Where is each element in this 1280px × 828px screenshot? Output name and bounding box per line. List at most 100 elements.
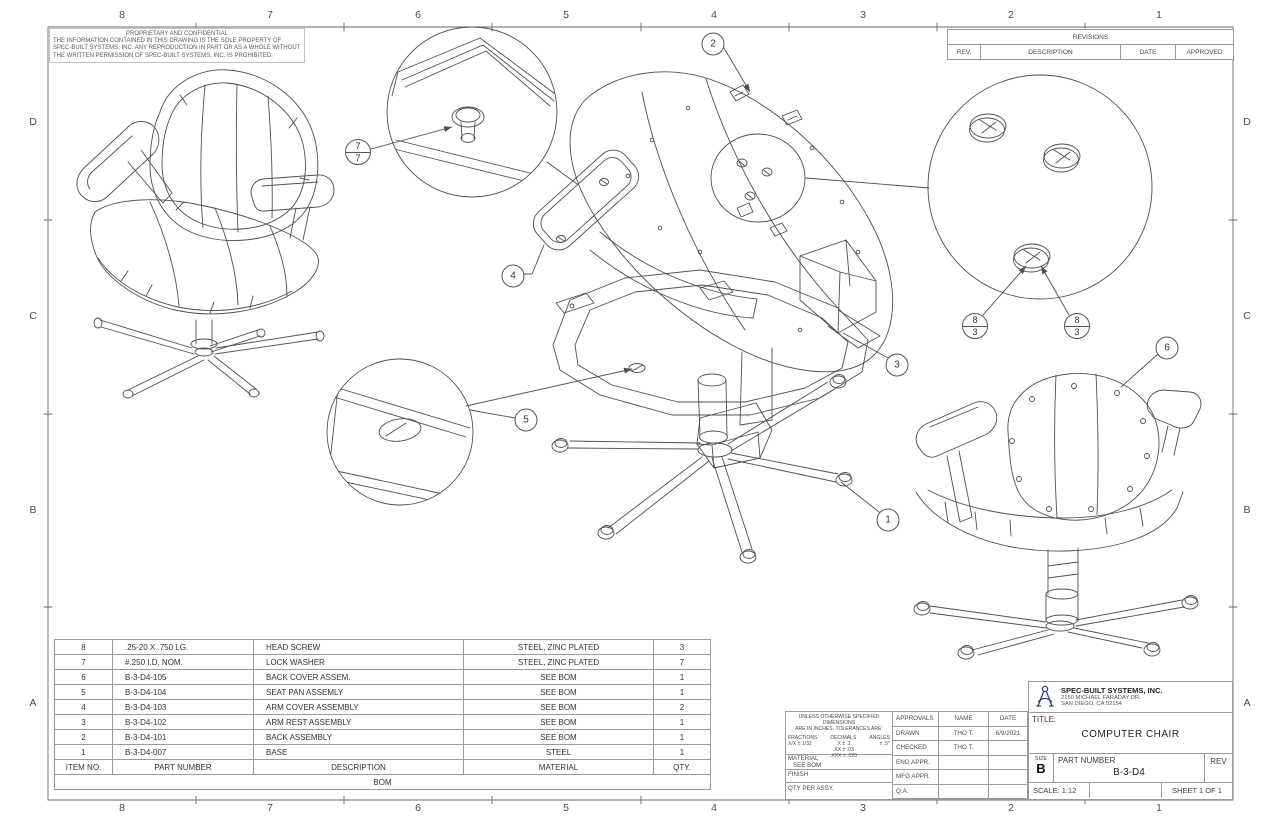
zone-label: 6 <box>415 802 421 814</box>
zone-label: 7 <box>267 802 273 814</box>
balloon-item-5: 5 <box>514 408 538 432</box>
bom-footer-row: BOM <box>54 774 711 790</box>
zone-label: 5 <box>563 802 569 814</box>
balloon-item-3: 3 <box>885 353 909 377</box>
tolerance-decimals: DECIMALS .X ± .1 .XX ± .03 .XXX ± .020 <box>829 735 857 759</box>
balloon-item-8-qty: 8 3 <box>1064 313 1090 339</box>
zone-label: 3 <box>860 802 866 814</box>
revisions-title: REVISIONS <box>946 29 1235 45</box>
tolerance-fractions: FRACTIONS X/X ± 1/32 <box>788 735 818 747</box>
zone-label: 8 <box>119 802 125 814</box>
proprietary-title: PROPRIETARY AND CONFIDENTIAL <box>125 31 229 37</box>
zone-label: 8 <box>119 9 125 21</box>
zone-label: B <box>29 504 37 516</box>
zone-label: 2 <box>1008 9 1014 21</box>
approvals-row-name: THO T. <box>939 726 989 741</box>
revisions-header-row: REV. DESCRIPTION DATE APPROVED <box>947 44 1235 60</box>
title-label: TITLE: <box>1032 715 1057 724</box>
detail-view-seat-slot <box>326 358 474 506</box>
approvals-row-label: MFG APPR. <box>893 770 939 785</box>
approvals-row-label: ENG APPR. <box>893 755 939 770</box>
detail-view-back-screws <box>927 74 1153 300</box>
zone-label: 1 <box>1156 802 1162 814</box>
zone-label: D <box>1243 116 1251 128</box>
approvals-table: APPROVALS NAME DATE DRAWN THO T. 6/9/202… <box>893 712 1027 799</box>
view-assembled-chair-rear <box>913 373 1202 660</box>
rev-cell: REV <box>1204 754 1232 782</box>
revisions-table: REVISIONS REV. DESCRIPTION DATE APPROVED <box>946 29 1235 60</box>
zone-label: 4 <box>711 802 717 814</box>
approvals-row-name <box>939 770 989 785</box>
scale-sheet-row: SCALE: 1:12 SHEET 1 OF 1 <box>1029 782 1232 798</box>
material-field: MATERIAL SEE BOM <box>786 755 892 770</box>
qty-per-assy-field: QTY PER ASSY. <box>788 785 834 792</box>
zone-label: B <box>1243 504 1251 516</box>
approvals-row-date <box>989 785 1027 799</box>
balloon-item-8-qty: 8 3 <box>962 313 988 339</box>
bom-header-row: ITEM NO. PART NUMBER DESCRIPTION MATERIA… <box>54 759 711 775</box>
tolerance-approvals-block: UNLESS OTHERWISE SPECIFIED DIMENSIONS AR… <box>785 711 1028 800</box>
title-row: TITLE: COMPUTER CHAIR <box>1029 712 1232 753</box>
zone-label: C <box>1243 310 1251 322</box>
zone-label: 5 <box>563 9 569 21</box>
zone-label: 6 <box>415 9 421 21</box>
view-assembled-chair-front <box>76 69 335 399</box>
drawing-title: COMPUTER CHAIR <box>1081 729 1180 740</box>
approvals-row-date <box>989 770 1027 785</box>
size-partnumber-row: SIZE B PART NUMBER B-3-D4 REV <box>1029 753 1232 782</box>
balloon-item-7-qty: 7 7 <box>345 139 371 165</box>
part-number-cell: PART NUMBER B-3-D4 <box>1054 754 1204 782</box>
bom-footer: BOM <box>54 774 711 790</box>
zone-label: C <box>29 310 37 322</box>
company-address-line2: SAN DIEGO, CA 92154 <box>1061 701 1122 707</box>
revisions-col-desc: DESCRIPTION <box>980 44 1121 60</box>
zone-label: 4 <box>711 9 717 21</box>
revisions-col-date: DATE <box>1120 44 1176 60</box>
approvals-row-name: THO T. <box>939 741 989 756</box>
title-block: SPEC-BUILT SYSTEMS, INC. 2150 MICHAEL FA… <box>1028 681 1233 800</box>
balloon-item-4: 4 <box>501 264 525 288</box>
weight-cell <box>1089 783 1162 798</box>
balloon-item-1: 1 <box>876 508 900 532</box>
tolerance-note-line2: ARE IN INCHES. TOLERANCES ARE: <box>795 726 883 732</box>
balloon-leaders <box>370 47 1159 513</box>
view-exploded-assembly <box>532 71 894 564</box>
company-logo-compass-icon <box>1036 685 1054 707</box>
zone-label: A <box>1243 697 1251 709</box>
sheet-frame <box>43 22 1238 805</box>
approvals-row-name <box>939 784 989 799</box>
part-number: B-3-D4 <box>1113 767 1145 778</box>
zone-label: D <box>29 116 37 128</box>
balloon-item-6: 6 <box>1155 336 1179 360</box>
balloon-item-2: 2 <box>701 32 725 56</box>
revisions-col-rev: REV. <box>947 44 981 60</box>
sheet-number: SHEET 1 OF 1 <box>1172 786 1222 795</box>
approvals-row-label: Q.A. <box>893 784 939 799</box>
zone-label: 2 <box>1008 802 1014 814</box>
approvals-header: NAME <box>939 712 989 727</box>
approvals-row-name <box>939 755 989 770</box>
proprietary-body: THE INFORMATION CONTAINED IN THIS DRAWIN… <box>53 38 301 59</box>
company-name: SPEC-BUILT SYSTEMS, INC. <box>1061 685 1163 695</box>
approvals-row-label: CHECKED <box>893 741 939 756</box>
proprietary-notice: PROPRIETARY AND CONFIDENTIAL THE INFORMA… <box>49 28 305 63</box>
zone-label: A <box>29 697 37 709</box>
company-block: SPEC-BUILT SYSTEMS, INC. 2150 MICHAEL FA… <box>1029 682 1232 712</box>
detail-view-arm-screw <box>386 26 578 198</box>
approvals-header: APPROVALS <box>893 712 939 727</box>
size-cell: SIZE B <box>1029 754 1054 782</box>
scale-value: SCALE: 1:12 <box>1033 786 1077 795</box>
tolerance-note-line1: UNLESS OTHERWISE SPECIFIED DIMENSIONS <box>798 714 880 726</box>
zone-label: 7 <box>267 9 273 21</box>
approvals-header: DATE <box>989 712 1027 727</box>
tolerance-angles: ANGLES ± .5° <box>869 735 890 747</box>
